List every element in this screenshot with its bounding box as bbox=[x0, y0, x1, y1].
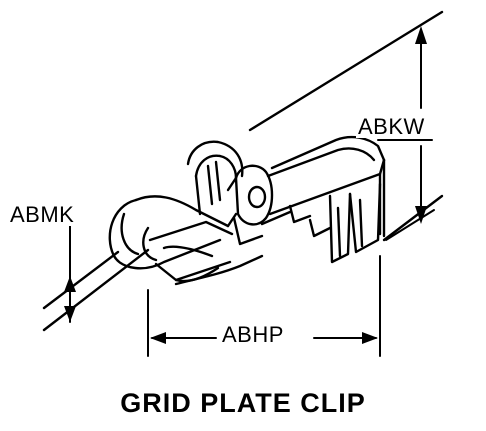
abmk-label: ABMK bbox=[8, 202, 77, 227]
abhp-label: ABHP bbox=[220, 322, 286, 347]
abmk-arrow-down-icon bbox=[64, 306, 76, 322]
grid-plate-outline bbox=[42, 10, 444, 332]
abmk-arrow-up-icon bbox=[64, 276, 76, 292]
abkw-arrow-down-icon bbox=[415, 206, 427, 224]
diagram-caption: GRID PLATE CLIP bbox=[120, 388, 366, 418]
abhp-arrow-left-icon bbox=[150, 332, 166, 344]
abkw-arrow-up-icon bbox=[415, 26, 427, 44]
abhp-arrow-right-icon bbox=[362, 332, 378, 344]
dimension-abkw bbox=[377, 35, 435, 241]
abkw-label: ABKW bbox=[356, 114, 427, 139]
clip-body bbox=[108, 135, 386, 286]
